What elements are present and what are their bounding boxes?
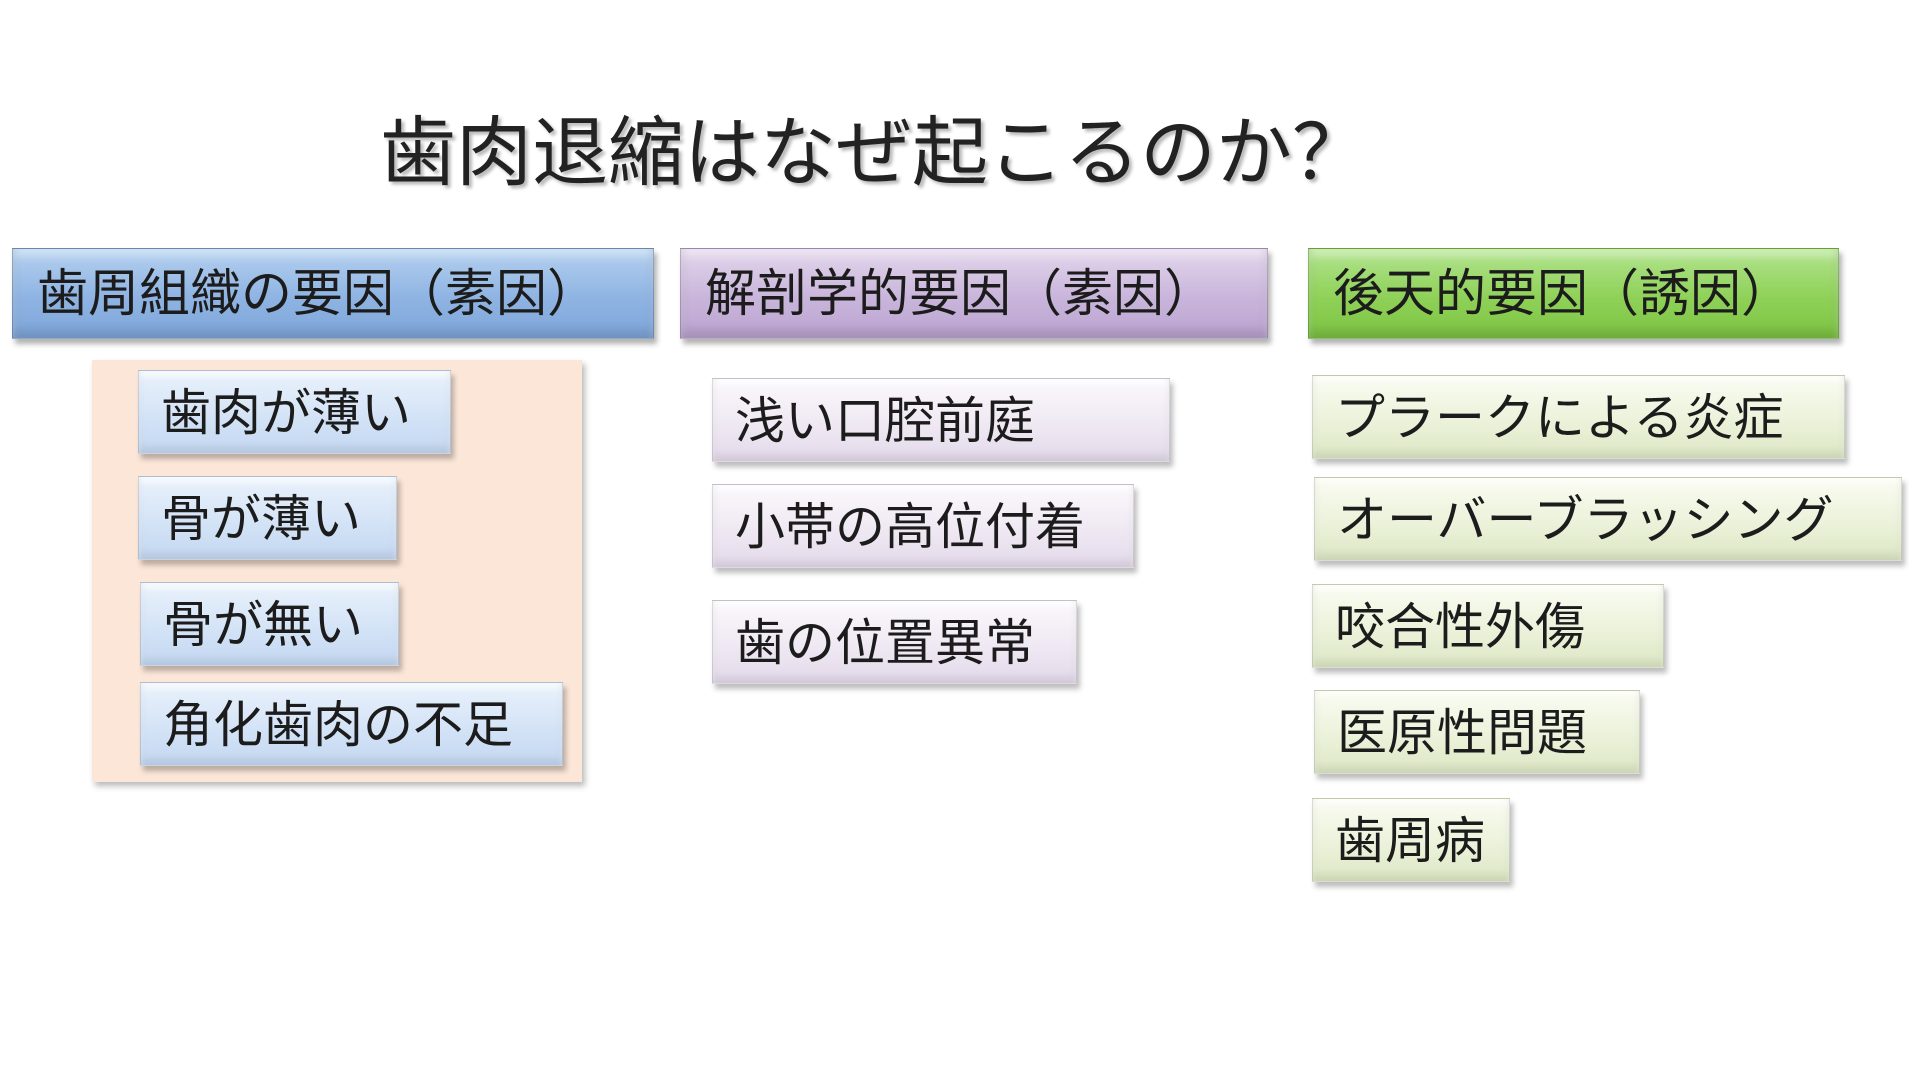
item-lack-keratinized-gingiva: 角化歯肉の不足 [140,682,563,766]
header-periodontal-factors: 歯周組織の要因（素因） [12,248,654,339]
item-thin-bone: 骨が薄い [138,476,397,560]
item-iatrogenic-problems: 医原性問題 [1314,690,1640,774]
header-anatomical-factors: 解剖学的要因（素因） [680,248,1268,339]
slide-title: 歯肉退縮はなぜ起こるのか？ [380,108,1368,197]
item-periodontal-disease: 歯周病 [1312,798,1510,882]
item-no-bone: 骨が無い [140,582,399,666]
item-thin-gingiva: 歯肉が薄い [138,370,451,454]
item-shallow-vestibule: 浅い口腔前庭 [712,378,1170,462]
item-high-frenum-attachment: 小帯の高位付着 [712,484,1134,568]
item-overbrushing: オーバーブラッシング [1314,477,1902,561]
item-occlusal-trauma: 咬合性外傷 [1312,584,1664,668]
item-plaque-inflammation: プラークによる炎症 [1312,375,1845,459]
header-acquired-factors: 後天的要因（誘因） [1308,248,1839,339]
item-tooth-malposition: 歯の位置異常 [712,600,1077,684]
